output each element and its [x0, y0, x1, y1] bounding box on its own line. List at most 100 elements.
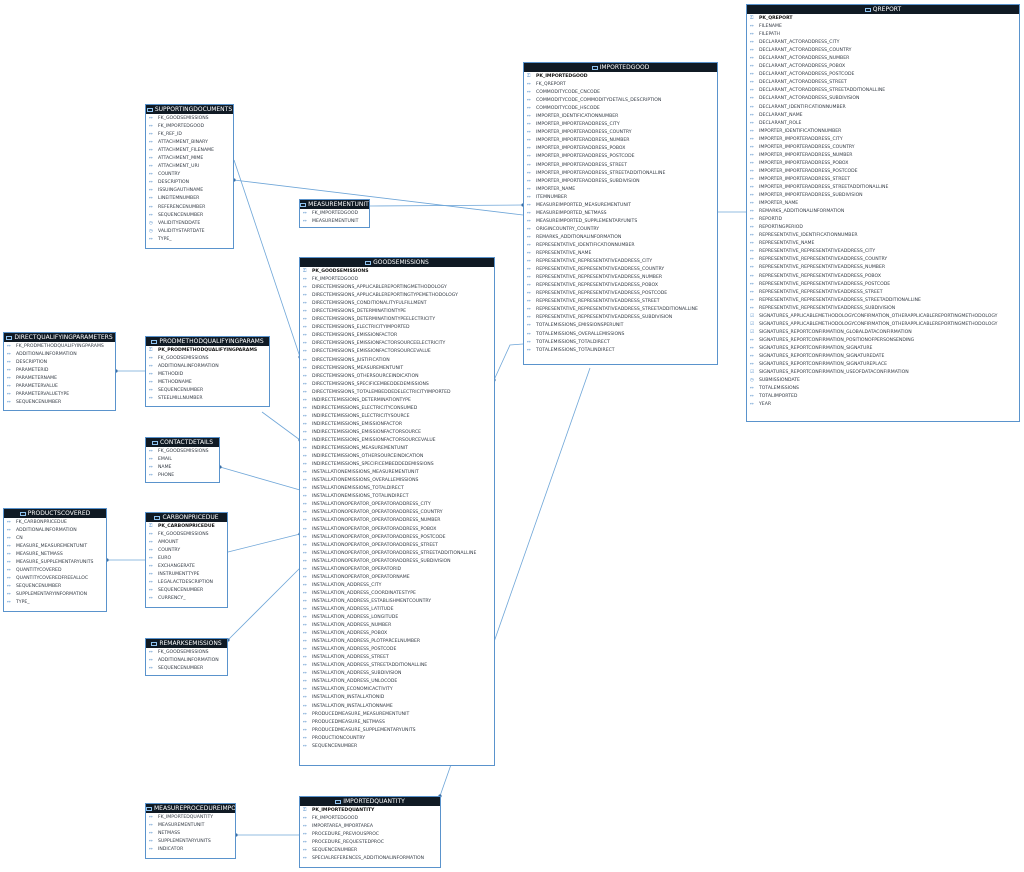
column-row[interactable]: ↔DIRECTEMISSIONS_SPECIFICEMBEDDEDEMISSIO… [303, 381, 491, 389]
table-title[interactable]: IMPORTEDGOOD [524, 63, 717, 72]
column-row[interactable]: ↔INDICATOR [149, 846, 232, 854]
column-row[interactable]: ↔IMPORTER_NAME [750, 200, 1016, 208]
column-row[interactable]: ↔INDIRECTEMISSIONS_MEASUREMENTUNIT [303, 445, 491, 453]
primary-key-column[interactable]: ⚿PK_GOODSEMISSIONS [303, 268, 491, 276]
column-row[interactable]: ↔PHONE [149, 472, 216, 480]
column-row[interactable]: ↔AMOUNT [149, 539, 224, 547]
column-row[interactable]: ↔REMARKS_ADDITIONALINFORMATION [527, 234, 714, 242]
table-contactdetails[interactable]: CONTACTDETAILS↔FK_GOODSEMISSIONS↔EMAIL↔N… [145, 437, 220, 483]
table-measurementunit[interactable]: MEASUREMENTUNIT↔FK_IMPORTEDGOOD↔MEASUREM… [299, 199, 370, 228]
column-row[interactable]: ↔INDIRECTEMISSIONS_EMISSIONFACTORSOURCEV… [303, 437, 491, 445]
column-row[interactable]: ↔REPRESENTATIVE_REPRESENTATIVEADDRESS_CO… [527, 266, 714, 274]
column-row[interactable]: ↔INSTALLATIONOPERATOR_OPERATORADDRESS_ST… [303, 550, 491, 558]
column-row[interactable]: ↔ADDITIONALINFORMATION [149, 657, 224, 665]
column-row[interactable]: ↔INSTALLATION_ADDRESS_UNLOCODE [303, 678, 491, 686]
column-row[interactable]: ↔INSTALLATIONOPERATOR_OPERATORADDRESS_CO… [303, 509, 491, 517]
column-row[interactable]: ↔IMPORTER_IMPORTERADDRESS_POSTCODE [527, 153, 714, 161]
column-row[interactable]: ↔REPRESENTATIVE_IDENTIFICATIONNUMBER [750, 232, 1016, 240]
column-row[interactable]: ↔DIRECTEMISSIONS_APPLICABLEREPORTINGMETH… [303, 284, 491, 292]
column-row[interactable]: ↔FK_GOODSEMISSIONS [149, 448, 216, 456]
column-row[interactable]: ↔IMPORTER_IMPORTERADDRESS_POBOX [527, 145, 714, 153]
column-row[interactable]: ↔DIRECTEMISSIONS_DETERMINATIONTYPE [303, 308, 491, 316]
column-row[interactable]: ↔SIGNATURES_REPORTCONFIRMATION_SIGNATURE [750, 345, 1016, 353]
column-row[interactable]: ↔INDIRECTEMISSIONS_OTHERSOURCEINDICATION [303, 453, 491, 461]
column-row[interactable]: ↔INSTALLATION_ADDRESS_PLOTPARCELNUMBER [303, 638, 491, 646]
column-row[interactable]: ↔NAME [149, 464, 216, 472]
column-row[interactable]: ↔INSTALLATIONEMISSIONS_TOTALINDIRECT [303, 493, 491, 501]
column-row[interactable]: ↔LINEITEMNUMBER [149, 195, 230, 203]
column-row[interactable]: ↔REFERENCENUMBER [149, 204, 230, 212]
column-row[interactable]: ↔TOTALEMISSIONS_EMISSIONSPERUNIT [527, 322, 714, 330]
column-row[interactable]: ↔METHODID [149, 371, 266, 379]
column-row[interactable]: ↔PRODUCEDMEASURE_NETMASS [303, 719, 491, 727]
column-row[interactable]: ↔SUPPLEMENTARYUNITS [149, 838, 232, 846]
column-row[interactable]: ↔IMPORTER_IMPORTERADDRESS_STREETADDITION… [527, 170, 714, 178]
table-productscovered[interactable]: PRODUCTSCOVERED↔FK_CARBONPRICEDUE↔ADDITI… [3, 508, 107, 612]
column-row[interactable]: ↔SEQUENCENUMBER [7, 399, 112, 407]
column-row[interactable]: ↔FK_GOODSEMISSIONS [149, 355, 266, 363]
column-row[interactable]: ↔INDIRECTEMISSIONS_EMISSIONFACTORSOURCE [303, 429, 491, 437]
column-row[interactable]: ↔INSTALLATIONOPERATOR_OPERATORADDRESS_CI… [303, 501, 491, 509]
column-row[interactable]: ↔ISSUINGAUTHNAME [149, 187, 230, 195]
column-row[interactable]: ↔STEELMILLNUMBER [149, 395, 266, 403]
column-row[interactable]: ↔DECLARANT_ACTORADDRESS_POBOX [750, 63, 1016, 71]
table-title[interactable]: MEASUREPROCEDUREIMPOR [146, 804, 235, 813]
column-row[interactable]: ↔LEGALACTDESCRIPTION [149, 579, 224, 587]
column-row[interactable]: ↔IMPORTER_NAME [527, 186, 714, 194]
column-row[interactable]: ↔IMPORTER_IMPORTERADDRESS_SUBDIVISION [750, 192, 1016, 200]
column-row[interactable]: ↔EURO [149, 555, 224, 563]
table-supportingdocuments[interactable]: SUPPORTINGDOCUMENTS↔FK_GOODSEMISSIONS ↔FK… [145, 104, 234, 249]
column-row[interactable]: ↔PARAMETERNAME [7, 375, 112, 383]
column-row[interactable]: ↔IMPORTER_IMPORTERADDRESS_CITY [527, 121, 714, 129]
column-row[interactable]: ↔REPRESENTATIVE_NAME [527, 250, 714, 258]
column-row[interactable]: ↔INDIRECTEMISSIONS_DETERMINATIONTYPE [303, 397, 491, 405]
table-title[interactable]: DIRECTQUALIFYINGPARAMETERS [4, 333, 115, 342]
column-row[interactable]: ↔INSTRUMENTTYPE [149, 571, 224, 579]
column-row[interactable]: ↔IMPORTER_IMPORTERADDRESS_CITY [750, 136, 1016, 144]
column-row[interactable]: ↔INDIRECTEMISSIONS_SPECIFICEMBEDDEDEMISS… [303, 461, 491, 469]
column-row[interactable]: ↔DIRECTEMISSIONS_ELECTRICITYIMPORTED [303, 324, 491, 332]
table-title[interactable]: SUPPORTINGDOCUMENTS [146, 105, 233, 114]
column-row[interactable]: ↔MEASURE_MEASUREMENTUNIT [7, 543, 103, 551]
column-row[interactable]: ↔DIRECTEMISSIONS_EMISSIONFACTOR [303, 332, 491, 340]
table-title[interactable]: PRODUCTSCOVERED [4, 509, 106, 518]
column-row[interactable]: ↔REPRESENTATIVE_REPRESENTATIVEADDRESS_NU… [750, 264, 1016, 272]
table-carbonpricedue[interactable]: CARBONPRICEDUE⚿PK_CARBONPRICEDUE↔FK_GOOD… [145, 512, 228, 608]
column-row[interactable]: ↔DECLARANT_ACTORADDRESS_POSTCODE [750, 71, 1016, 79]
column-row[interactable]: ↔FK_REF_ID [149, 131, 230, 139]
column-row[interactable]: ↔REPORTID [750, 216, 1016, 224]
table-title[interactable]: CARBONPRICEDUE [146, 513, 227, 522]
column-row[interactable]: ↔REPRESENTATIVE_IDENTIFICATIONNUMBER [527, 242, 714, 250]
column-row[interactable]: ↔DECLARANT_ACTORADDRESS_NUMBER [750, 55, 1016, 63]
column-row[interactable]: ↔IMPORTER_IDENTIFICATIONNUMBER [750, 128, 1016, 136]
column-row[interactable]: ↔QUANTITYCOVERED [7, 567, 103, 575]
column-row[interactable]: ↔SEQUENCENUMBER [149, 587, 224, 595]
column-row[interactable]: ↔INSTALLATIONOPERATOR_OPERATORADDRESS_NU… [303, 517, 491, 525]
column-row[interactable]: ↔INSTALLATION_ADDRESS_NUMBER [303, 622, 491, 630]
column-row[interactable]: ↔CURRENCY_ [149, 595, 224, 603]
column-row[interactable]: ↔INDIRECTEMISSIONS_ELECTRICITYSOURCE [303, 413, 491, 421]
column-row[interactable]: ↔EXCHANGERATE [149, 563, 224, 571]
column-row[interactable]: ↔INSTALLATIONOPERATOR_OPERATORADDRESS_PO… [303, 534, 491, 542]
column-row[interactable]: ↔PARAMETERVALUE [7, 383, 112, 391]
column-row[interactable]: ↔IMPORTER_IMPORTERADDRESS_POBOX [750, 160, 1016, 168]
column-row[interactable]: ↔REPRESENTATIVE_REPRESENTATIVEADDRESS_PO… [750, 273, 1016, 281]
column-row[interactable]: ↔DIRECTEMISSIONS_JUSTIFICATION [303, 357, 491, 365]
column-row[interactable]: ↔YEAR [750, 401, 1016, 409]
column-row[interactable]: ↔REPRESENTATIVE_REPRESENTATIVEADDRESS_NU… [527, 274, 714, 282]
primary-key-column[interactable]: ⚿PK_IMPORTEDQUANTITY [303, 807, 437, 815]
column-row[interactable]: ↔DECLARANT_IDENTIFICATIONNUMBER [750, 104, 1016, 112]
column-row[interactable]: ↔INSTALLATIONEMISSIONS_TOTALDIRECT [303, 485, 491, 493]
column-row[interactable]: ↔INSTALLATIONOPERATOR_OPERATORADDRESS_ST… [303, 542, 491, 550]
column-row[interactable]: ↔DECLARANT_ACTORADDRESS_CITY [750, 39, 1016, 47]
table-title[interactable]: REMARKSEMISSIONS [146, 639, 227, 648]
column-row[interactable]: ↔REPRESENTATIVE_REPRESENTATIVEADDRESS_PO… [750, 281, 1016, 289]
column-row[interactable]: ↔REMARKS_ADDITIONALINFORMATION [750, 208, 1016, 216]
column-row[interactable]: ↔INSTALLATION_ADDRESS_POSTCODE [303, 646, 491, 654]
column-row[interactable]: ↔SIGNATURES_REPORTCONFIRMATION_SIGNATURE… [750, 361, 1016, 369]
table-title[interactable]: IMPORTEDQUANTITY [300, 797, 440, 806]
column-row[interactable]: ↔FK_GOODSEMISSIONS [149, 115, 230, 123]
column-row[interactable]: ↔DIRECTEMISSIONS_DETERMINATIONTYPEELECTR… [303, 316, 491, 324]
column-row[interactable]: ↔MEASUREIMPORTED_NETMASS [527, 210, 714, 218]
column-row[interactable]: ↔ATTACHMENT_URI [149, 163, 230, 171]
